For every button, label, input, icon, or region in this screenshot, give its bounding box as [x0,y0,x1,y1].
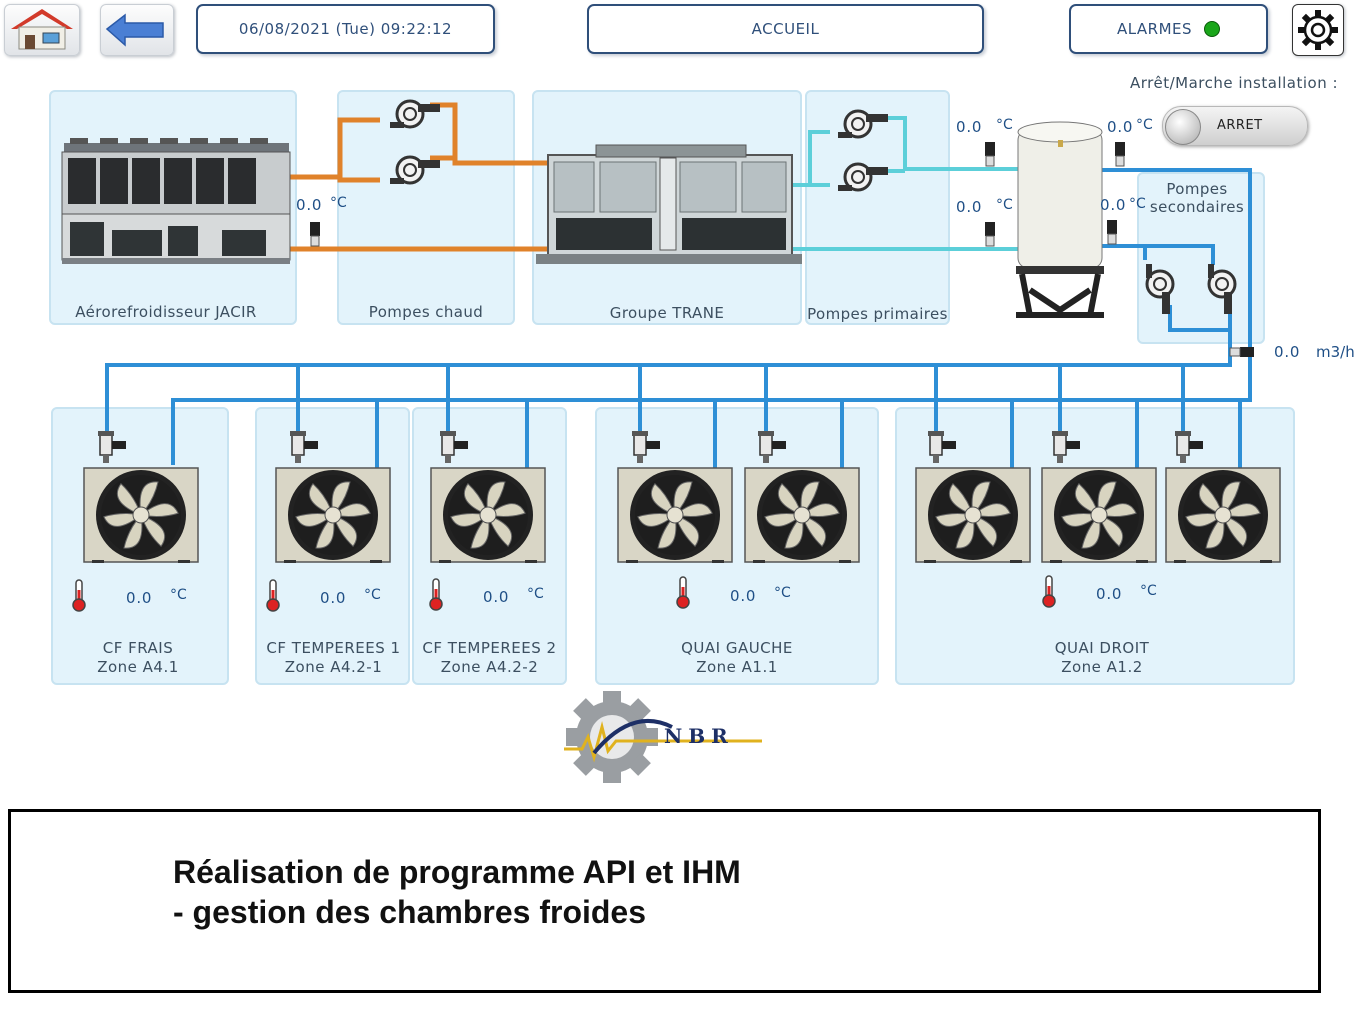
hot-pumps-label: Pompes chaud [368,303,484,321]
zone-name: QUAI GAUCHE [681,639,793,657]
process-diagram [61,99,1281,783]
zone-name: CF TEMPEREES 2 [422,639,557,657]
zone-code: Zone A4.2-1 [284,658,383,676]
zone-temp-value: 0.0 [1096,585,1123,603]
trane-label: Groupe TRANE [609,304,725,322]
settings-button[interactable] [1292,4,1344,56]
back-button[interactable] [100,4,174,56]
alarms-button[interactable]: ALARMES [1069,4,1268,54]
installation-label: Arrêt/Marche installation : [1130,74,1339,92]
caption-line-2: - gestion des chambres froides [173,894,647,930]
trane-chiller-graphic [536,144,802,264]
datetime-display: 06/08/2021 (Tue) 09:22:12 [196,4,495,54]
secondary-pumps-label-2: secondaires [1149,198,1245,216]
flow-unit: m3/h [1316,343,1355,361]
company-logo [564,691,762,783]
page-title: ACCUEIL [587,4,984,54]
aero-temp-value: 0.0 [296,196,323,214]
primary-supply-temp-unit: °C [996,117,1013,133]
caption-line-1: Réalisation de programme API et IHM [173,854,741,890]
zone-label: QUAI DROIT Zone A1.2 [895,639,1309,677]
zone-temp-value: 0.0 [483,588,510,606]
tank-top-temp-unit: °C [1136,117,1153,133]
zone-label: CF FRAIS Zone A4.1 [51,639,225,677]
primary-return-temp-value: 0.0 [956,198,983,216]
zone-temp-unit: °C [774,585,791,601]
settings-gear-icon [1298,10,1338,50]
zone-temp-unit: °C [170,587,187,603]
zone-temp-unit: °C [1140,583,1157,599]
alarms-label: ALARMES [1116,20,1193,38]
zone-label: QUAI GAUCHE Zone A1.1 [595,639,879,677]
zone-temp-unit: °C [364,587,381,603]
buffer-tank-graphic [1016,121,1104,318]
zone-temp-value: 0.0 [730,587,757,605]
secondary-pumps-panel[interactable] [1137,172,1265,344]
installation-state: ARRET [1217,118,1263,133]
zone-code: Zone A1.2 [1061,658,1143,676]
primary-return-temp-unit: °C [996,197,1013,213]
zone-name: CF TEMPEREES 1 [266,639,401,657]
zone-label: CF TEMPEREES 2 Zone A4.2-2 [412,639,567,677]
zone-temp-unit: °C [527,586,544,602]
toggle-knob [1165,109,1201,145]
primary-pumps-label: Pompes primaires [807,305,948,323]
zone-temp-value: 0.0 [320,589,347,607]
back-arrow-icon [105,13,164,47]
home-icon [11,9,73,50]
zone-name: CF FRAIS [102,639,174,657]
zone-code: Zone A1.1 [696,658,778,676]
caption-box: Réalisation de programme API et IHM - ge… [8,809,1321,993]
secondary-temp-unit: °C [1129,196,1146,212]
tank-top-temp-value: 0.0 [1107,118,1134,136]
installation-toggle[interactable]: ARRET [1162,106,1308,146]
primary-pumps-panel[interactable] [805,90,950,325]
zone-code: Zone A4.2-2 [440,658,539,676]
aero-label: Aérorefroidisseur JACIR [75,303,257,321]
flow-value: 0.0 [1274,343,1301,361]
zone-label: CF TEMPEREES 1 Zone A4.2-1 [255,639,412,677]
alarm-status-led [1204,21,1221,37]
zone-code: Zone A4.1 [97,658,179,676]
aero-temp-unit: °C [330,195,347,211]
home-button[interactable] [4,4,80,56]
aero-cooler-graphic [61,138,291,264]
zone-temp-value: 0.0 [126,589,153,607]
datetime-text: 06/08/2021 (Tue) 09:22:12 [238,20,453,38]
page-title-text: ACCUEIL [751,20,820,38]
logo-text: NBR [664,724,734,748]
hot-pumps-panel[interactable] [337,90,515,325]
secondary-temp-value: 0.0 [1100,196,1127,214]
primary-supply-temp-value: 0.0 [956,118,983,136]
zone-name: QUAI DROIT [1054,639,1150,657]
secondary-pumps-label-1: Pompes [1166,180,1228,198]
